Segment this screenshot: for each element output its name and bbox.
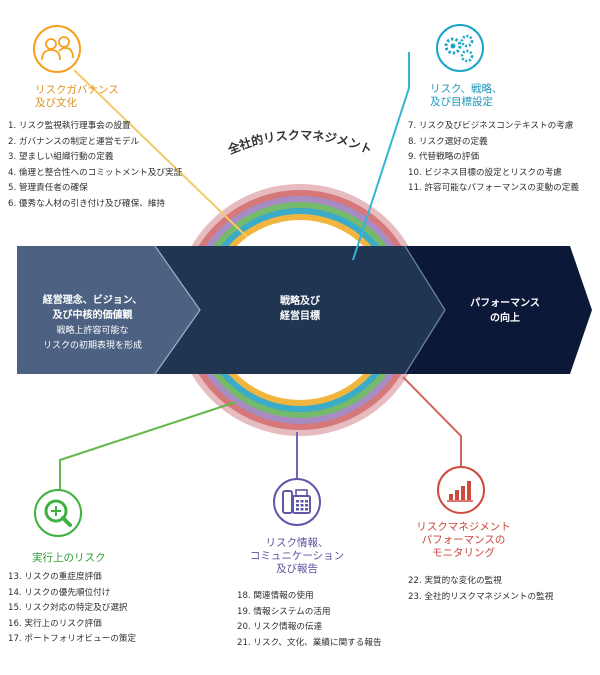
strategy-title-line-2: 及び目標設定 xyxy=(430,96,493,108)
strategy-list: 7. リスク及びビジネスコンテキストの考慮 8. リスク選好の定義 9. 代替戦… xyxy=(408,119,579,197)
list-item: 9. 代替戦略の評価 xyxy=(408,152,480,163)
list-item: 21. リスク、文化、業績に関する報告 xyxy=(237,637,382,648)
list-item: 10. ビジネス目標の設定とリスクの考慮 xyxy=(408,167,562,178)
magnifier-icon xyxy=(34,489,82,537)
center-title-line-2: 経営目標 xyxy=(280,311,320,322)
monitoring-title: リスクマネジメント パフォーマンスの モニタリング xyxy=(416,521,511,560)
list-item: 16. 実行上のリスク評価 xyxy=(8,618,102,629)
list-item: 18. 関連情報の使用 xyxy=(237,591,314,601)
governance-title-line-2: 及び文化 xyxy=(35,97,77,109)
mission-sub-line-1: 戦略上許容可能な xyxy=(56,326,129,336)
monitoring-title-line-3: モニタリング xyxy=(432,547,495,559)
information-title-line-1: リスク情報、 xyxy=(265,537,329,549)
mission-vision-label: 経営理念、ビジョン、 及び中核的価値観 戦略上許容可能な リスクの初期表現を形成 xyxy=(20,293,165,353)
list-item: 17. ポートフォリオビューの策定 xyxy=(8,634,137,645)
gears-icon xyxy=(436,24,484,72)
chevron-divider-left xyxy=(154,245,201,375)
strategy-title: リスク、戦略、 及び目標設定 xyxy=(430,83,503,109)
list-item: 1. リスク監視執行理事会の設置 xyxy=(8,121,131,131)
flow-arrow-mission xyxy=(17,246,200,374)
list-item: 23. 全社的リスクマネジメントの監視 xyxy=(408,591,554,602)
list-item: 7. リスク及びビジネスコンテキストの考慮 xyxy=(408,121,574,131)
strategy-title-line-1: リスク、戦略、 xyxy=(430,83,503,95)
list-item: 8. リスク選好の定義 xyxy=(408,136,488,147)
center-title-line-1: 戦略及び xyxy=(280,296,320,307)
execution-title: 実行上のリスク xyxy=(32,552,106,565)
information-title-line-3: 及び報告 xyxy=(276,563,318,575)
monitoring-title-line-1: リスクマネジメント xyxy=(416,521,511,533)
performance-title-line-1: パフォーマンス xyxy=(470,298,540,309)
list-item: 2. ガバナンスの制定と運営モデル xyxy=(8,136,140,147)
information-list: 18. 関連情報の使用 19. 情報システムの活用 20. リスク情報の伝達 2… xyxy=(237,589,382,651)
flow-arrow-strategy xyxy=(155,246,445,374)
list-item: 20. リスク情報の伝達 xyxy=(237,622,323,633)
chevron-divider-right xyxy=(404,245,446,375)
execution-list: 13. リスクの重症度評価 14. リスクの優先順位付け 15. リスク対応の特… xyxy=(8,570,136,648)
list-item: 3. 望ましい組織行動の定義 xyxy=(8,152,114,163)
governance-title-line-1: リスクガバナンス xyxy=(35,84,119,96)
mission-sub-line-2: リスクの初期表現を形成 xyxy=(42,341,142,351)
performance-title-line-2: の向上 xyxy=(490,313,520,324)
list-item: 13. リスクの重症度評価 xyxy=(8,572,102,582)
mission-title-line-1: 経営理念、ビジョン、 xyxy=(42,295,143,306)
arc-title: 全社的リスクマネジメント xyxy=(224,128,374,157)
performance-label: パフォーマンス の向上 xyxy=(450,296,560,326)
list-item: 22. 実質的な変化の監視 xyxy=(408,576,502,586)
leader-line-strategy xyxy=(352,52,410,261)
monitoring-list: 22. 実質的な変化の監視 23. 全社的リスクマネジメントの監視 xyxy=(408,574,553,605)
people-icon xyxy=(33,25,81,73)
leader-line-execution xyxy=(59,401,237,490)
execution-title-line-1: 実行上のリスク xyxy=(32,552,106,564)
phone-fax-icon xyxy=(273,478,321,526)
leader-line-monitoring xyxy=(402,376,462,468)
list-item: 5. 管理責任者の確保 xyxy=(8,183,88,194)
governance-list: 1. リスク監視執行理事会の設置 2. ガバナンスの制定と運営モデル 3. 望ま… xyxy=(8,119,182,213)
list-item: 6. 優秀な人材の引き付け及び確保、維持 xyxy=(8,198,166,209)
governance-title: リスクガバナンス 及び文化 xyxy=(35,84,119,110)
list-item: 4. 倫理と整合性へのコミットメント及び実証 xyxy=(8,167,183,178)
monitoring-title-line-2: パフォーマンスの xyxy=(421,534,506,546)
information-title: リスク情報、 コミュニケーション 及び報告 xyxy=(247,537,347,576)
bar-chart-icon xyxy=(437,466,485,514)
leader-line-governance xyxy=(73,69,248,238)
center-goal-label: 戦略及び 経営目標 xyxy=(250,294,350,324)
list-item: 14. リスクの優先順位付け xyxy=(8,587,111,598)
list-item: 15. リスク対応の特定及び選択 xyxy=(8,603,128,614)
mission-title-line-2: 及び中核的価値観 xyxy=(52,310,133,321)
information-title-line-2: コミュニケーション xyxy=(249,550,345,562)
list-item: 19. 情報システムの活用 xyxy=(237,606,331,617)
flow-arrow-performance xyxy=(405,246,592,374)
list-item: 11. 許容可能なパフォーマンスの変動の定義 xyxy=(408,183,579,194)
